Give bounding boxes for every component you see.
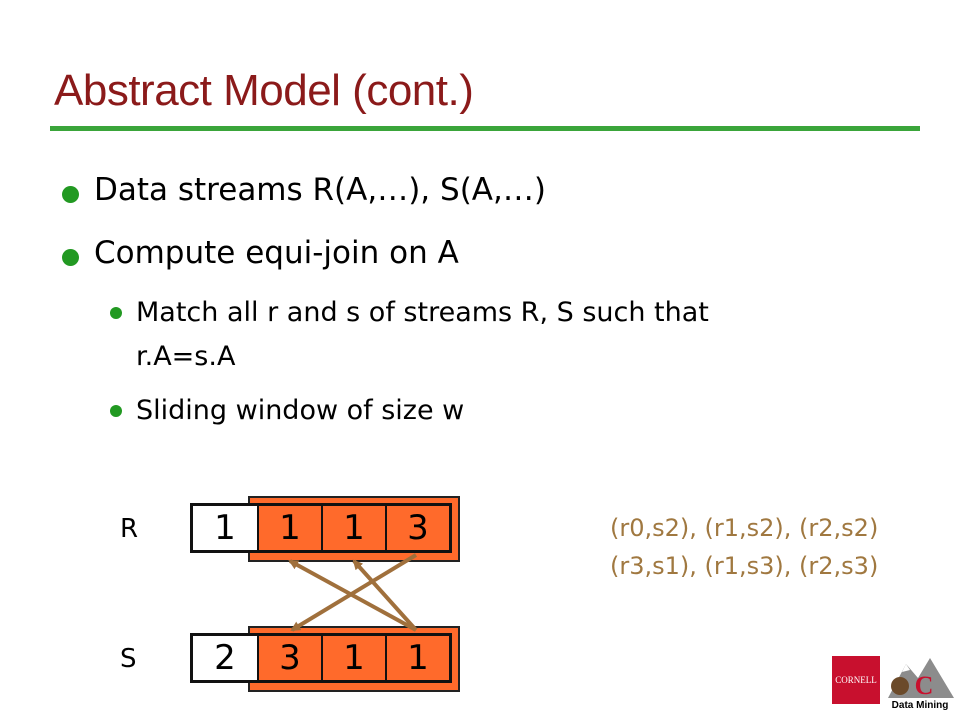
arrow-s3-to-r2 [352, 559, 418, 632]
stream-s-cell: 1 [321, 636, 385, 680]
bullet-dot [62, 186, 79, 203]
slide-title: Abstract Model (cont.) [54, 66, 474, 115]
stream-s-cells: 2 3 1 1 [190, 633, 452, 683]
stream-s-label: S [120, 644, 137, 674]
arrow-r3-to-s1 [290, 553, 418, 632]
stream-r-label: R [120, 514, 139, 544]
cornell-logo: CORNELL [832, 656, 880, 704]
sub-bullet-match-line1: Match all r and s of streams R, S such t… [136, 297, 709, 328]
stream-r-cell: 1 [321, 506, 385, 550]
title-underline [50, 126, 920, 131]
join-result-line2: (r3,s1), (r1,s3), (r2,s3) [610, 552, 879, 580]
cornell-logo-text: CORNELL [835, 675, 877, 685]
data-mining-logo-text: Data Mining [892, 700, 949, 710]
data-mining-logo-letter: C [915, 671, 934, 700]
bullet-data-streams: Data streams R(A,…), S(A,…) [94, 172, 546, 208]
data-mining-logo: C Data Mining [888, 658, 954, 710]
arrow-s3-to-r1 [288, 559, 417, 632]
bullet-compute-join: Compute equi-join on A [94, 235, 459, 271]
stream-r-cell: 1 [193, 506, 257, 550]
bullet-dot [62, 249, 79, 266]
stream-s-cell: 2 [193, 636, 257, 680]
stream-s-cell: 1 [385, 636, 449, 680]
stream-r-cell: 1 [257, 506, 321, 550]
stream-s-cell: 3 [257, 636, 321, 680]
sub-bullet-sliding-window: Sliding window of size w [136, 395, 465, 426]
bullet-dot [110, 307, 122, 319]
stream-r-cell: 3 [385, 506, 449, 550]
bullet-dot [110, 405, 122, 417]
stream-r-cells: 1 1 1 3 [190, 503, 452, 553]
sub-bullet-match-line2: r.A=s.A [136, 341, 236, 372]
join-result-line1: (r0,s2), (r1,s2), (r2,s2) [610, 514, 879, 542]
